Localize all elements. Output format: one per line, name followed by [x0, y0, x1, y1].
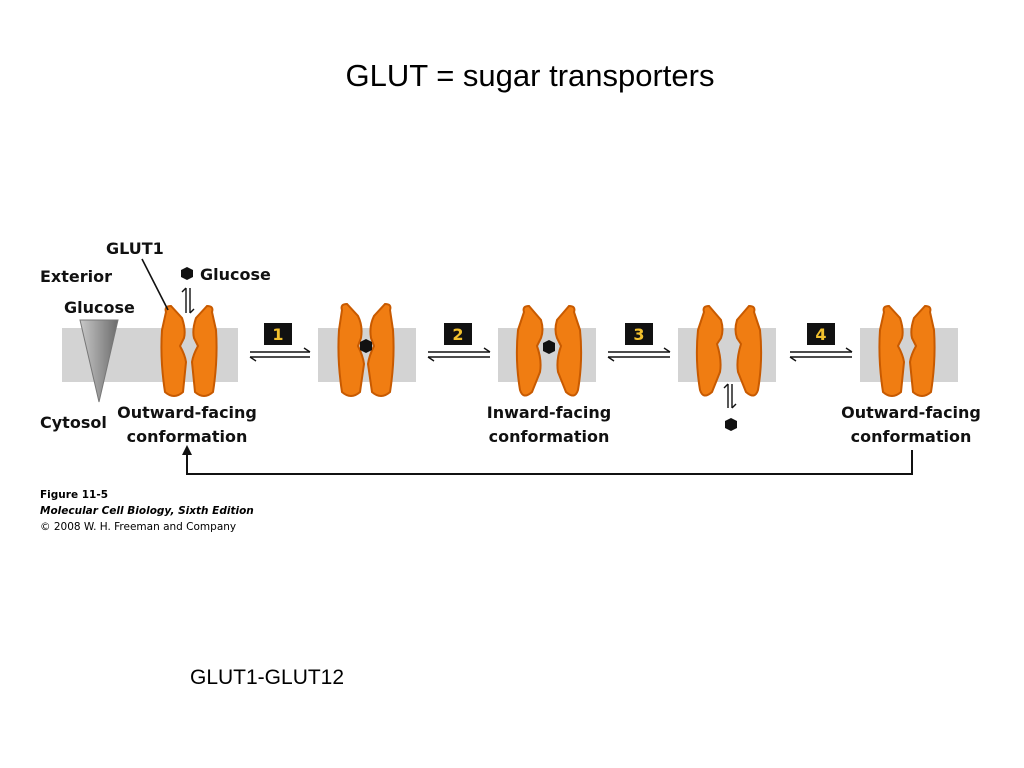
outward-end-label-line2: conformation: [851, 427, 972, 446]
outward-start-label-line2: conformation: [127, 427, 248, 446]
step-number: 4: [815, 325, 826, 344]
step-1: 1: [249, 323, 311, 362]
glucose-molecule: [181, 267, 193, 280]
copyright-notice: © 2008 W. H. Freeman and Company: [40, 521, 237, 533]
glucose-molecule: [725, 418, 737, 431]
membrane-segment: [860, 328, 958, 382]
glucose-molecule-label: Glucose: [200, 265, 271, 284]
glut1-label: GLUT1: [106, 239, 164, 258]
transporter-outward-bound: [337, 302, 395, 397]
step-number: 1: [272, 325, 283, 344]
glucose-gradient-wedge: [79, 319, 119, 403]
figure-number: Figure 11-5: [40, 489, 108, 501]
cycle-return-arrow: [186, 450, 913, 475]
book-title: Molecular Cell Biology, Sixth Edition: [40, 505, 254, 517]
membrane-segment: [318, 328, 416, 382]
step-number: 2: [452, 325, 463, 344]
exterior-label: Exterior: [40, 267, 112, 286]
cycle-arrowhead: [182, 445, 192, 455]
glut-family-note: GLUT1-GLUT12: [190, 666, 345, 689]
figure-caption: Figure 11-5 Molecular Cell Biology, Sixt…: [40, 487, 254, 535]
cytosol-label: Cytosol: [40, 413, 107, 432]
step-4: 4: [789, 323, 853, 362]
glucose-molecule: [360, 339, 372, 353]
equilibrium-arrow: [427, 347, 491, 362]
transporter-inward-bound: [515, 304, 583, 397]
glucose-gradient-label: Glucose: [64, 298, 135, 317]
equilibrium-arrow: [607, 347, 671, 362]
equilibrium-arrow-vertical: [181, 287, 195, 314]
step-2: 2: [427, 323, 491, 362]
outward-start-label-line1: Outward-facing: [117, 403, 257, 422]
equilibrium-arrow: [789, 347, 853, 362]
inward-label-line2: conformation: [489, 427, 610, 446]
outward-end-label-line1: Outward-facing: [841, 403, 981, 422]
inward-label-line1: Inward-facing: [487, 403, 611, 422]
transporter-inward-empty: [695, 304, 763, 397]
equilibrium-arrow: [249, 347, 311, 362]
equilibrium-arrow-vertical: [723, 383, 737, 409]
step-number: 3: [633, 325, 644, 344]
transporter-outward-start: [160, 304, 218, 397]
glucose-molecule: [543, 340, 555, 354]
glut1-pointer-line: [141, 258, 169, 311]
transporter-outward-end: [878, 304, 936, 397]
page-title: GLUT = sugar transporters: [345, 58, 715, 93]
step-3: 3: [607, 323, 671, 362]
